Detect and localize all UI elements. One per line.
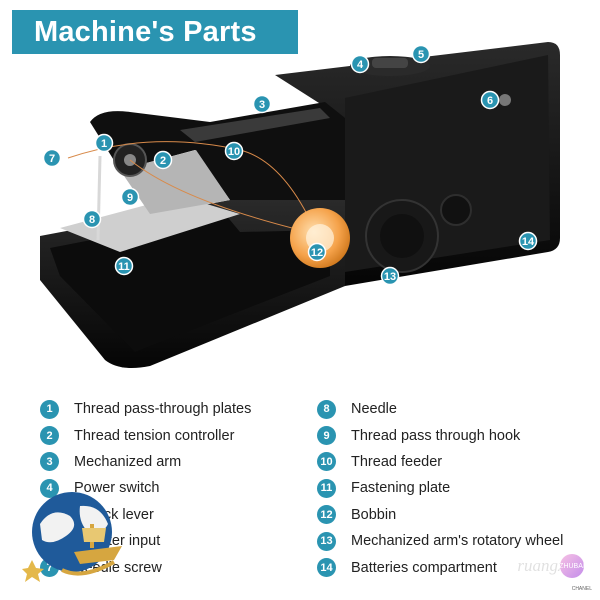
globe-ship-logo (22, 492, 122, 582)
legend-item: 11 Fastening plate (317, 475, 563, 501)
legend-label: Power switch (74, 480, 160, 497)
legend-item: 14 Batteries compartment (317, 554, 563, 580)
callout-label: 11 (118, 261, 130, 273)
callout-label: 1 (101, 138, 107, 150)
legend-number-badge: 13 (317, 531, 336, 551)
legend-item: 12 Bobbin (317, 502, 563, 528)
callout-6: 6 (480, 90, 500, 110)
legend-number-badge: 12 (317, 505, 336, 525)
callout-13: 13 (380, 266, 400, 286)
legend-label: Fastening plate (351, 480, 451, 497)
legend-number-badge: 4 (40, 478, 59, 498)
page-title-banner: Machine's Parts (12, 10, 298, 54)
legend-item: 4 Power switch (40, 475, 251, 501)
legend-label: Thread tension controller (74, 427, 235, 444)
callout-label: 10 (228, 146, 240, 158)
watermark-badge: ZHUBAI (559, 554, 585, 578)
callout-label: 13 (384, 271, 396, 283)
legend-item: 9 Thread pass through hook (317, 422, 563, 448)
page-title: Machine's Parts (34, 16, 257, 48)
legend-number-badge: 14 (317, 558, 336, 578)
callout-2: 2 (153, 150, 173, 170)
legend-item: 8 Needle (317, 396, 563, 422)
callout-label: 14 (522, 236, 535, 248)
fastening-plate-metal (60, 196, 240, 252)
legend-right-column: 8 Needle 9 Thread pass through hook 10 Thread… (317, 396, 563, 581)
legend-number-badge: 2 (40, 426, 59, 446)
callout-label: 4 (357, 59, 364, 71)
callout-label: 6 (487, 95, 493, 107)
legend-label: Bobbin (351, 506, 397, 523)
callout-label: 9 (127, 192, 133, 204)
callout-8: 8 (82, 209, 102, 229)
callout-10: 10 (224, 141, 244, 161)
callout-11: 11 (114, 256, 134, 276)
legend-number-badge: 3 (40, 452, 59, 472)
legend-item: 3 Mechanized arm (40, 449, 251, 475)
legend-number-badge: 10 (317, 452, 336, 472)
callout-label: 12 (311, 247, 323, 259)
legend-item: 13 Mechanized arm's rotatory wheel (317, 528, 563, 554)
callout-label: 7 (49, 153, 55, 165)
watermark-text: ruangxu (517, 556, 574, 575)
legend-label: Mechanized arm's rotatory wheel (351, 533, 564, 550)
callout-12: 12 (307, 242, 327, 262)
callout-7: 7 (42, 148, 62, 168)
callout-label: 2 (160, 155, 166, 167)
legend-item: 1 Thread pass-through plates (40, 396, 251, 422)
callout-label: 3 (259, 99, 265, 111)
legend-label: Batteries compartment (351, 559, 497, 576)
callout-label: 8 (89, 214, 95, 226)
callout-label: 5 (418, 49, 424, 61)
callout-1: 1 (94, 133, 114, 153)
legend-item: 2 Thread tension controller (40, 422, 251, 448)
legend-item: 10 Thread feeder (317, 449, 563, 475)
watermark-tiny-text: CHANEL (571, 586, 592, 592)
legend-number-badge: 11 (317, 478, 336, 498)
legend-label: Thread feeder (351, 453, 443, 470)
callout-9: 9 (120, 187, 140, 207)
legend-label: Thread pass through hook (351, 427, 521, 444)
legend-label: Mechanized arm (74, 453, 182, 470)
legend-number-badge: 9 (317, 426, 336, 446)
callout-14: 14 (518, 231, 538, 251)
callout-5: 5 (411, 44, 431, 64)
legend-number-badge: 1 (40, 399, 59, 419)
legend-number-badge: 8 (317, 399, 336, 419)
callout-3: 3 (252, 94, 272, 114)
callout-4: 4 (350, 54, 370, 74)
legend-label: Thread pass-through plates (74, 401, 252, 418)
legend-label: Needle (351, 401, 397, 418)
